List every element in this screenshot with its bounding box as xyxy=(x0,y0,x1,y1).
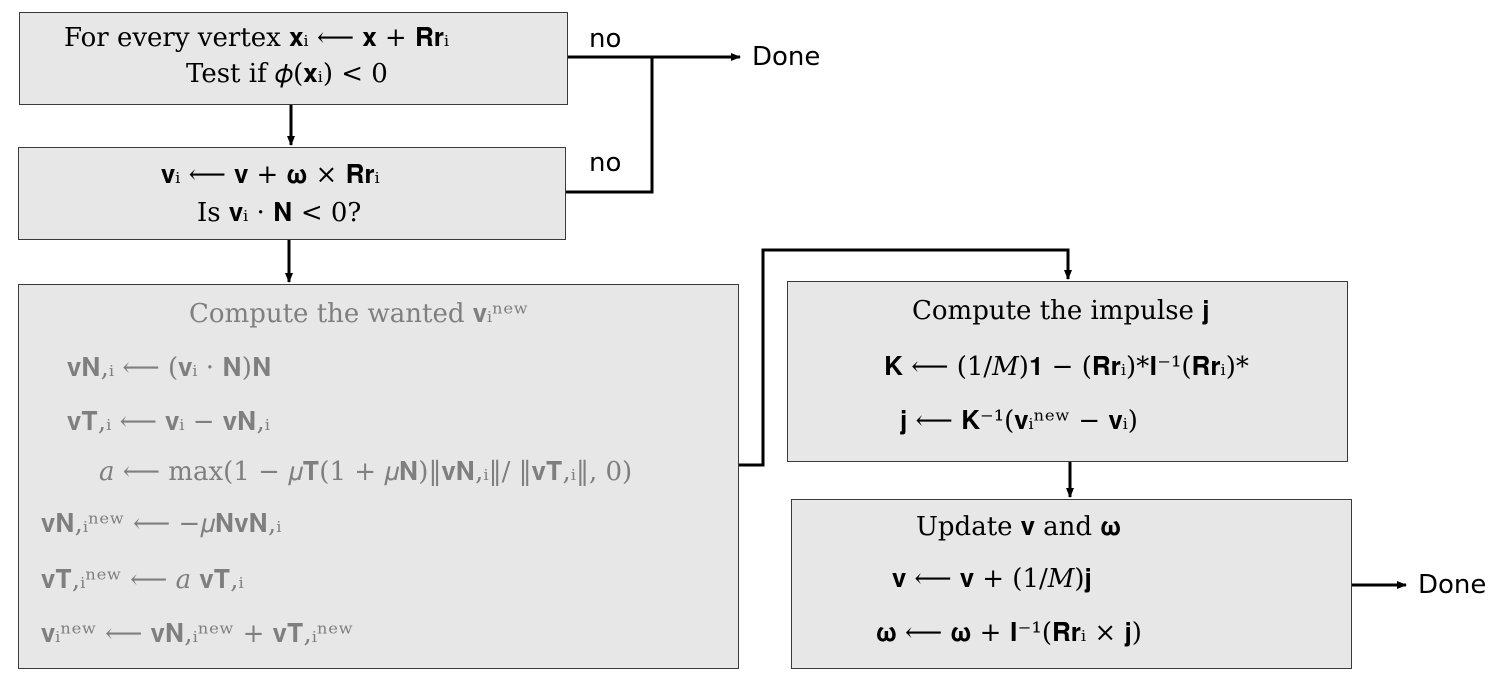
wanted-eq-1: 𝐯𝐍,ᵢ ⟵ (𝐯ᵢ · 𝐍)𝐍 xyxy=(67,353,272,383)
edge-wanted-to-impulse xyxy=(739,248,1072,467)
done-terminal-top: Done xyxy=(752,42,821,72)
done-terminal-bottom: Done xyxy=(1418,570,1487,600)
velocity-line-2: Is 𝐯ᵢ · 𝐍 < 0? xyxy=(197,198,362,228)
wanted-eq-2: 𝐯𝐓,ᵢ ⟵ 𝐯ᵢ − 𝐯𝐍,ᵢ xyxy=(67,407,270,437)
wanted-velocity-title: Compute the wanted 𝐯ᵢⁿᵉʷ xyxy=(189,299,529,329)
wanted-eq-6: 𝐯ᵢⁿᵉʷ ⟵ 𝐯𝐍,ᵢⁿᵉʷ + 𝐯𝐓,ᵢⁿᵉʷ xyxy=(41,619,354,649)
update-title: Update 𝐯 and 𝛚 xyxy=(916,512,1122,542)
velocity-line-1: 𝐯ᵢ ⟵ 𝐯 + 𝛚 × 𝐑𝐫ᵢ xyxy=(161,160,380,190)
update-eq-2: 𝛚 ⟵ 𝛚 + 𝐈⁻¹(𝐑𝐫ᵢ × 𝐣) xyxy=(876,618,1142,648)
edge-label-no-top: no xyxy=(589,24,622,54)
update-box: Update 𝐯 and 𝛚 𝐯 ⟵ 𝐯 + (1/𝑀)𝐣 𝛚 ⟵ 𝛚 + 𝐈⁻… xyxy=(791,499,1352,669)
wanted-eq-5: 𝐯𝐓,ᵢⁿᵉʷ ⟵ 𝑎 𝐯𝐓,ᵢ xyxy=(41,565,244,595)
wanted-velocity-box: Compute the wanted 𝐯ᵢⁿᵉʷ 𝐯𝐍,ᵢ ⟵ (𝐯ᵢ · 𝐍)… xyxy=(18,284,739,669)
wanted-eq-3: 𝑎 ⟵ max(1 − 𝜇𝐓(1 + 𝜇𝐍)‖𝐯𝐍,ᵢ‖/ ‖𝐯𝐓,ᵢ‖, 0) xyxy=(99,457,633,487)
test-vertex-line-1: For every vertex 𝐱ᵢ ⟵ 𝐱 + 𝐑𝐫ᵢ xyxy=(64,23,450,53)
velocity-check-box: 𝐯ᵢ ⟵ 𝐯 + 𝛚 × 𝐑𝐫ᵢ Is 𝐯ᵢ · 𝐍 < 0? xyxy=(18,147,566,240)
wanted-eq-4: 𝐯𝐍,ᵢⁿᵉʷ ⟵ −𝜇𝐍𝐯𝐍,ᵢ xyxy=(41,509,282,539)
test-vertex-box: For every vertex 𝐱ᵢ ⟵ 𝐱 + 𝐑𝐫ᵢ Test if 𝜙(… xyxy=(19,12,568,105)
impulse-title: Compute the impulse 𝐣 xyxy=(912,296,1210,326)
test-vertex-line-2: Test if 𝜙(𝐱ᵢ) < 0 xyxy=(186,59,388,89)
impulse-eq-2: 𝐣 ⟵ 𝐊⁻¹(𝐯ᵢⁿᵉʷ − 𝐯ᵢ) xyxy=(900,406,1138,436)
impulse-box: Compute the impulse 𝐣 𝐊 ⟵ (1/𝑀)𝟏 − (𝐑𝐫ᵢ)… xyxy=(787,281,1348,462)
edge-velocity-no-to-done xyxy=(566,57,654,194)
update-eq-1: 𝐯 ⟵ 𝐯 + (1/𝑀)𝐣 xyxy=(892,564,1092,594)
impulse-eq-1: 𝐊 ⟵ (1/𝑀)𝟏 − (𝐑𝐫ᵢ)*𝐈⁻¹(𝐑𝐫ᵢ)* xyxy=(884,352,1249,382)
edge-label-no-middle: no xyxy=(589,148,622,178)
